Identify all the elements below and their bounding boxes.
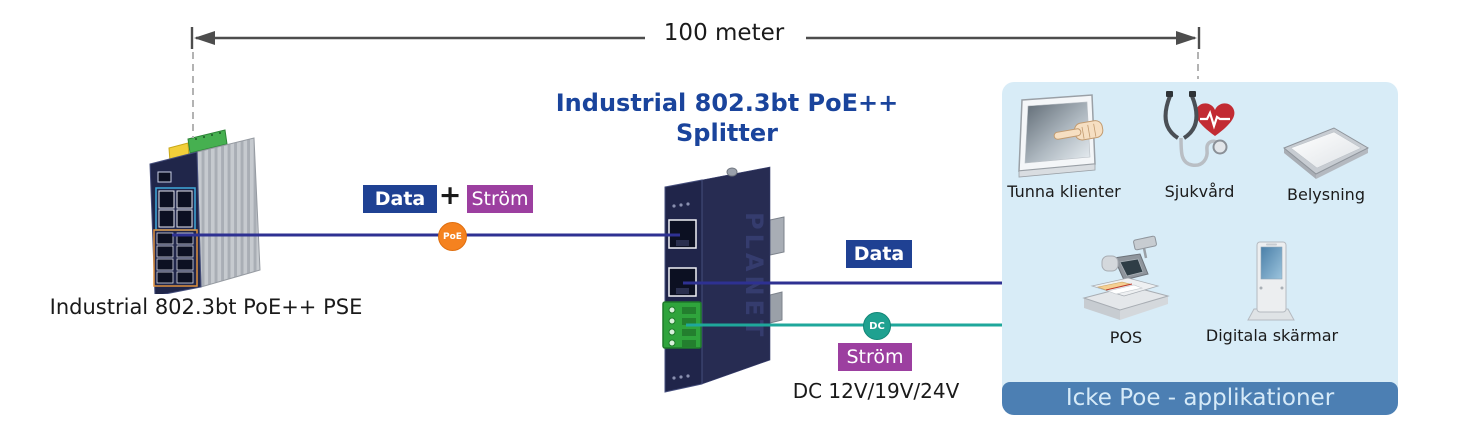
app-label-digital-signage: Digitala skärmar <box>1205 326 1339 345</box>
sfp-port-group <box>155 187 196 231</box>
app-label-thin-clients: Tunna klienter <box>1007 182 1121 201</box>
cash-register-icon <box>1082 235 1170 320</box>
arrowhead-right <box>1176 31 1197 45</box>
thin-client-icon <box>1018 94 1104 178</box>
splitter-title: Industrial 802.3bt PoE++ Splitter <box>520 88 934 148</box>
brand-text: PLANET <box>740 212 768 340</box>
top-screw <box>726 167 738 177</box>
distance-label: 100 meter <box>663 20 785 46</box>
app-label-lighting: Belysning <box>1287 185 1365 204</box>
rj45-port-group <box>153 229 198 287</box>
power-badge-input: Ström <box>467 185 533 213</box>
arrowhead-left <box>194 31 215 45</box>
lighting-panel-icon <box>1283 127 1370 179</box>
console-port <box>157 171 172 183</box>
applications-footer: Icke Poe - applikationer <box>1002 382 1398 415</box>
applications-panel: Tunna klienter Sjukvård <box>1002 82 1398 415</box>
digital-signage-icon <box>1247 241 1295 321</box>
app-label-pos: POS <box>1109 328 1143 347</box>
data-badge-input: Data <box>363 185 437 213</box>
plus-sign: + <box>438 180 462 211</box>
pointing-hand-icon <box>1053 120 1104 141</box>
poe-marker: PoE <box>438 222 467 251</box>
terminal-block-green <box>187 129 228 154</box>
pse-switch-device <box>149 129 261 294</box>
data-badge-output: Data <box>846 240 912 268</box>
splitter-title-line1: Industrial 802.3bt PoE++ <box>555 89 899 117</box>
splitter-title-line2: Splitter <box>676 119 778 147</box>
dashed-guides <box>192 52 1199 138</box>
stethoscope-icon <box>1163 91 1228 168</box>
power-badge-output: Ström <box>838 343 912 371</box>
distance-arrow <box>190 27 1201 49</box>
poe-splitter-device: PLANET <box>662 166 785 393</box>
dc-voltage-label: DC 12V/19V/24V <box>792 379 960 403</box>
app-label-healthcare: Sjukvård <box>1164 182 1235 201</box>
dc-terminal-block <box>662 301 702 349</box>
pse-caption: Industrial 802.3bt PoE++ PSE <box>49 295 363 319</box>
healthcare-icon <box>1163 91 1235 168</box>
dc-marker: DC <box>863 312 891 340</box>
